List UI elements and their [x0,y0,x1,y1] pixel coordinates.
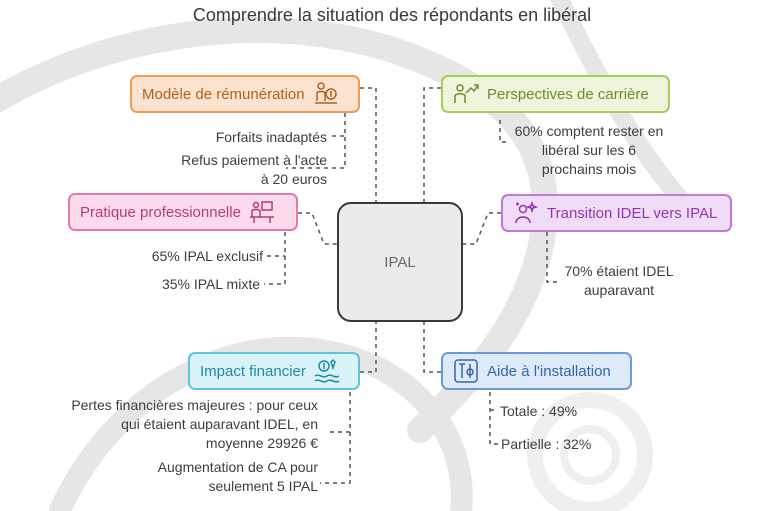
tag-label: Transition IDEL vers IPAL [547,204,718,222]
person-growth-arrow-icon [453,81,479,107]
note-line-pratique [264,232,286,285]
tag-installation: Aide à l'installation [441,352,632,390]
note-carriere-1: 60% comptent rester en libéral sur les 6… [514,123,664,177]
person-sparkle-icon [513,200,539,226]
person-desk-icon [249,199,275,225]
tag-remuneration: Modèle de rémunération [130,75,360,113]
note-line-remuneration [286,113,346,169]
note-line-transition [546,232,558,283]
note-line-financier [320,392,351,484]
page-title: Comprendre la situation des répondants e… [192,5,592,25]
person-coin-icon [313,81,339,107]
connector-pratique [298,212,337,245]
connector-remuneration [360,87,377,202]
tag-label: Modèle de rémunération [142,85,305,103]
tag-label: Impact financier [200,362,306,380]
note-remuneration-2: Refus paiement à l'acte à 20 euros [181,152,327,187]
note-line-carriere [499,120,510,143]
tag-transition: Transition IDEL vers IPAL [501,194,732,232]
note-pratique-2: 35% IPAL mixte [161,276,260,292]
connector-transition [463,212,501,245]
tag-label: Aide à l'installation [487,362,611,380]
tag-pratique: Pratique professionnelle [68,193,298,231]
note-pratique-1: 65% IPAL exclusif [151,248,263,264]
tag-financier: Impact financier [188,352,360,390]
note-financier-1: Pertes financières majeures : pour ceux … [71,397,318,451]
tag-label: Perspectives de carrière [487,85,649,103]
note-remuneration-1: Forfaits inadaptés [215,129,327,145]
connector-installation [423,322,441,373]
note-financier-2: Augmentation de CA pour seulement 5 IPAL [157,459,318,494]
connector-financier [360,322,377,373]
tag-carriere: Perspectives de carrière [441,75,670,113]
note-transition-1: 70% étaient IDEL auparavant [564,263,674,298]
hub-node: IPAL [337,202,463,322]
note-installation-1: Totale : 49% [500,403,578,419]
note-installation-2: Partielle : 32% [501,436,592,452]
connector-carriere [423,87,441,202]
tools-case-icon [453,358,479,384]
tag-label: Pratique professionnelle [80,203,241,221]
money-water-icon [314,358,340,384]
note-line-installation [489,392,498,445]
